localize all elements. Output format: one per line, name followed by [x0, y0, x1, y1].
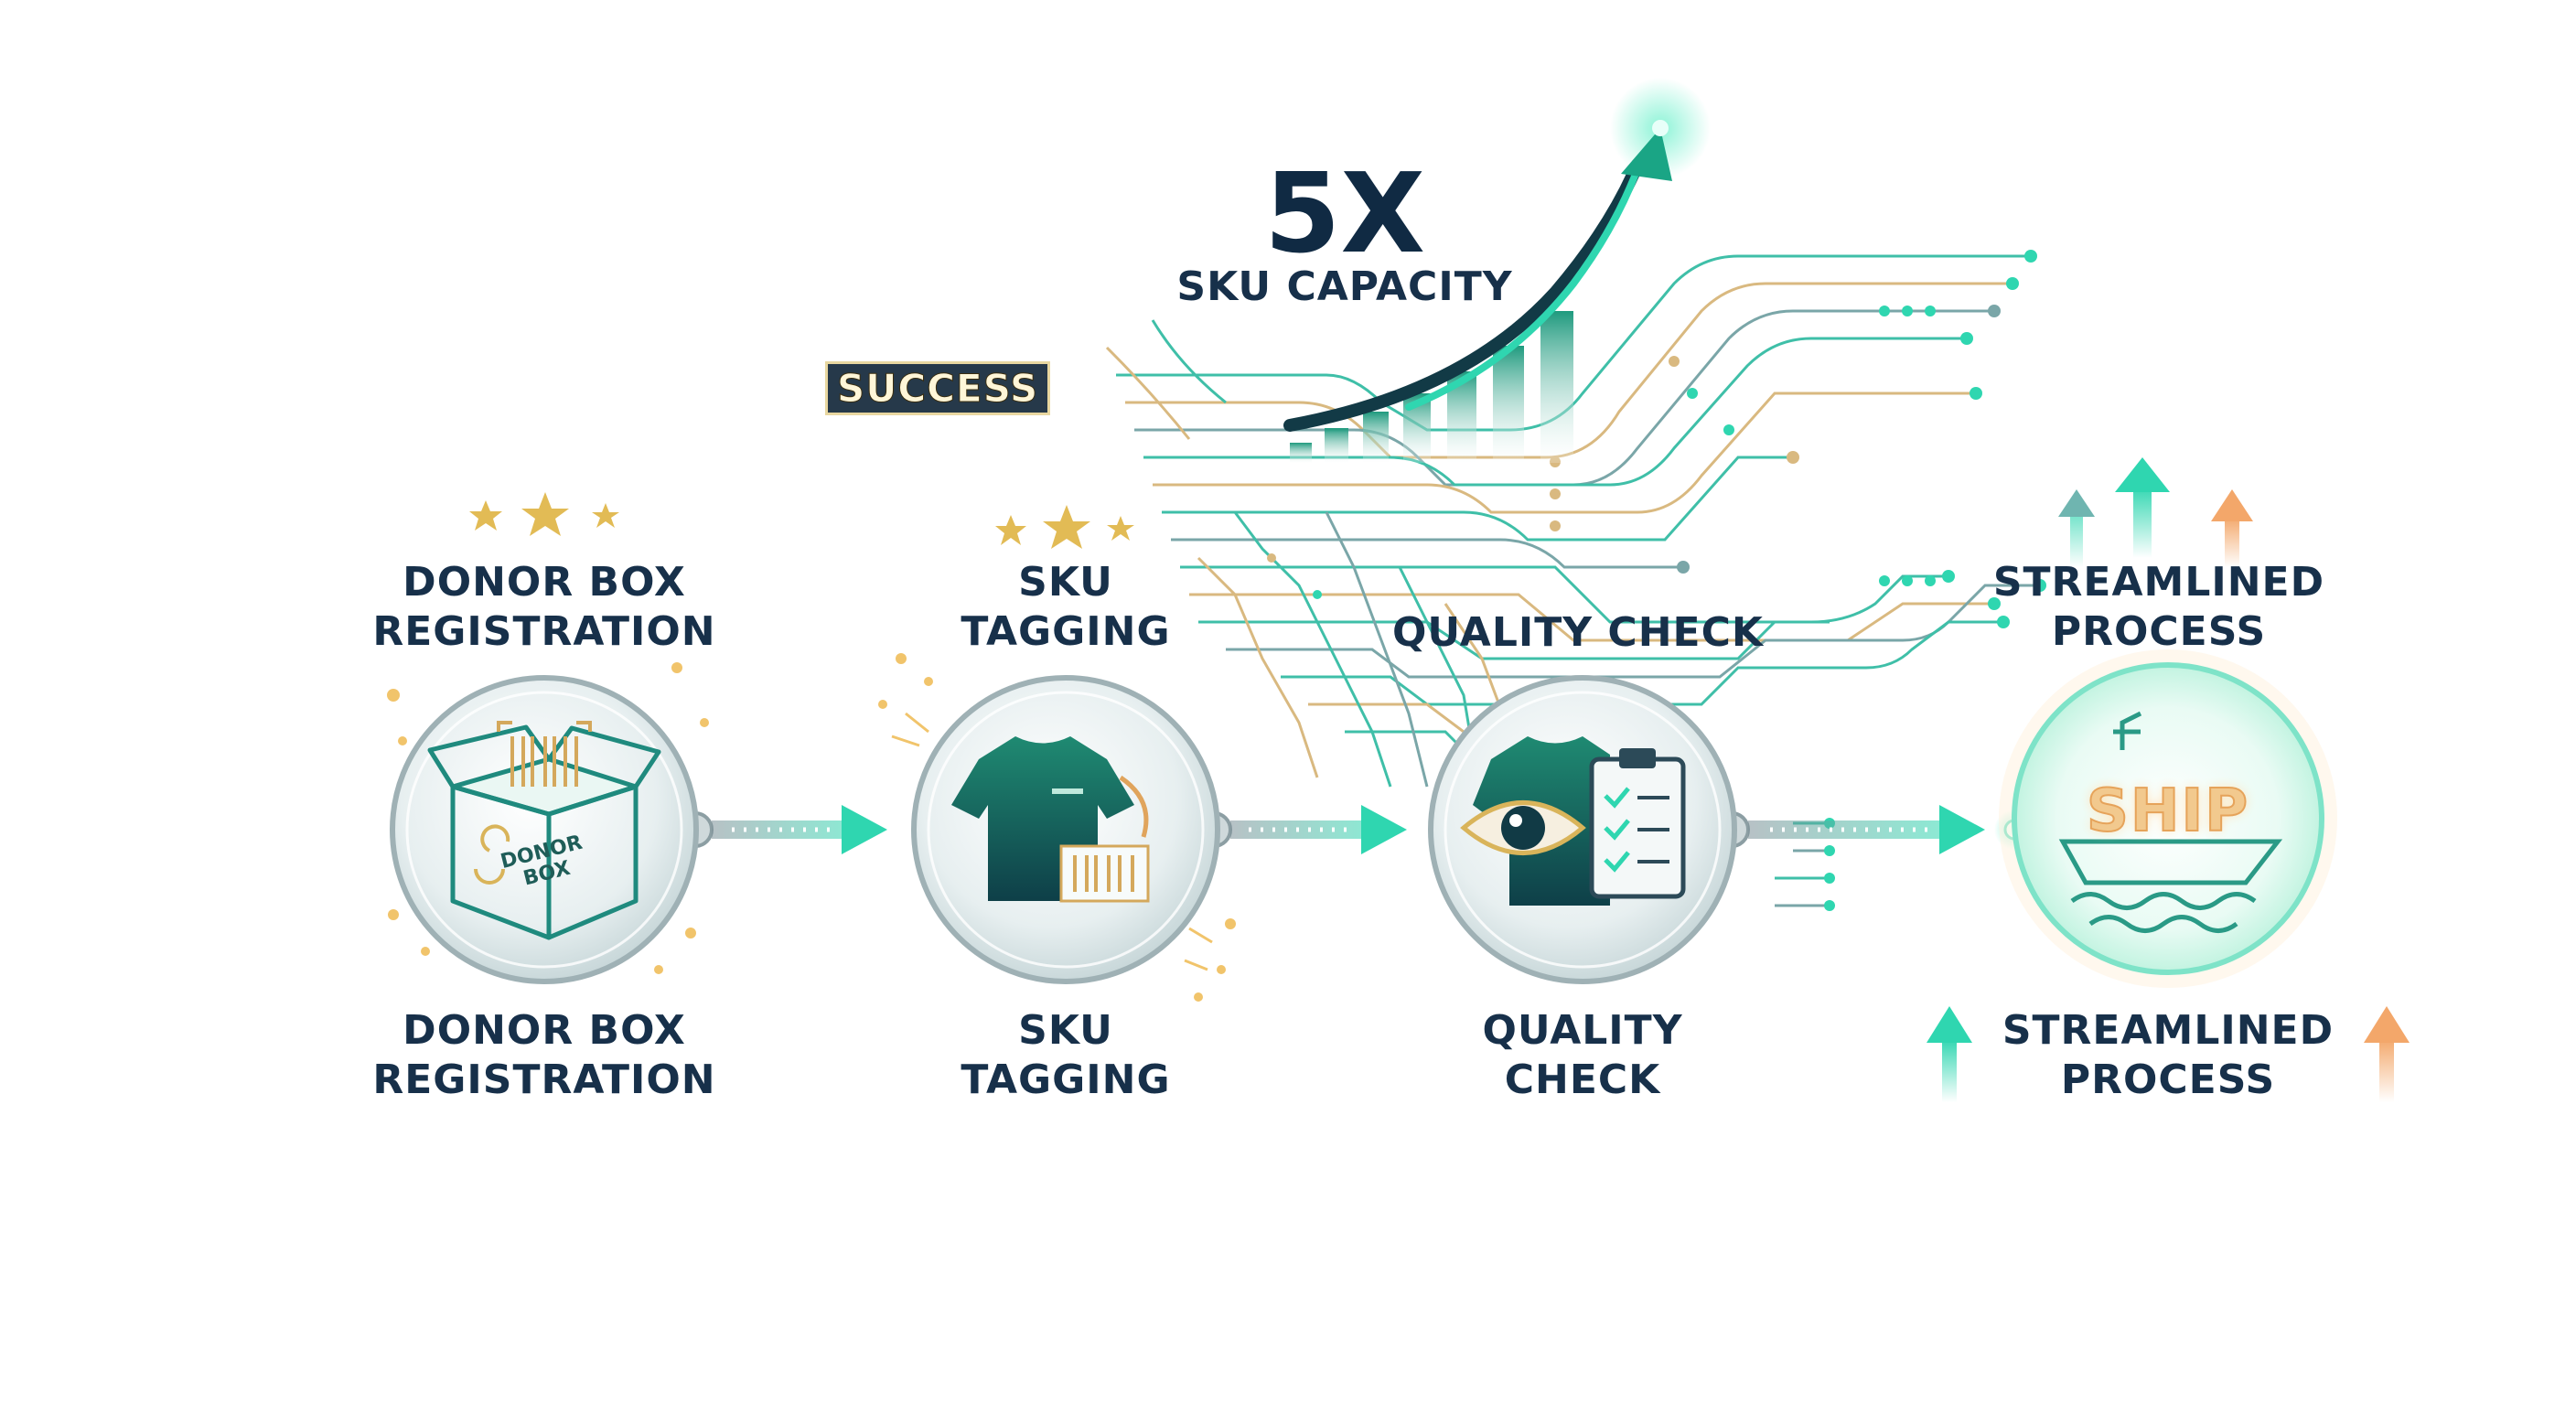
sparkles — [387, 653, 1236, 1002]
step-3-top-label: QUALITY CHECK — [1392, 609, 1764, 656]
ship-icon — [2058, 711, 2283, 933]
capacity-multiplier: 5X — [1263, 151, 1425, 278]
tag-barcode-icon — [1059, 844, 1150, 903]
step-sku-tagging — [911, 675, 1220, 984]
clipboard-icon — [1589, 748, 1686, 899]
ship-label: SHIP — [2086, 777, 2250, 846]
sparkle-rays — [891, 712, 1213, 971]
growth-arrow-icon — [1283, 78, 1711, 432]
capacity-caption: SKU CAPACITY — [1176, 263, 1513, 310]
barcode-icon — [497, 721, 592, 787]
connector-2 — [1196, 805, 1407, 854]
success-badge: SUCCESS — [828, 364, 1048, 413]
eye-icon — [1460, 800, 1586, 855]
step-quality-check — [1428, 675, 1737, 984]
star-cluster-2 — [995, 505, 1134, 549]
step-ship — [1999, 649, 2337, 988]
step-donor-box — [390, 675, 699, 984]
up-arrows-bottom — [1927, 1006, 2410, 1102]
star-cluster-1 — [469, 492, 619, 536]
up-arrows-top — [2058, 457, 2253, 567]
curved-arrow-icon — [1119, 775, 1149, 838]
connector-3 — [1713, 805, 2034, 854]
connector-1 — [677, 805, 887, 854]
